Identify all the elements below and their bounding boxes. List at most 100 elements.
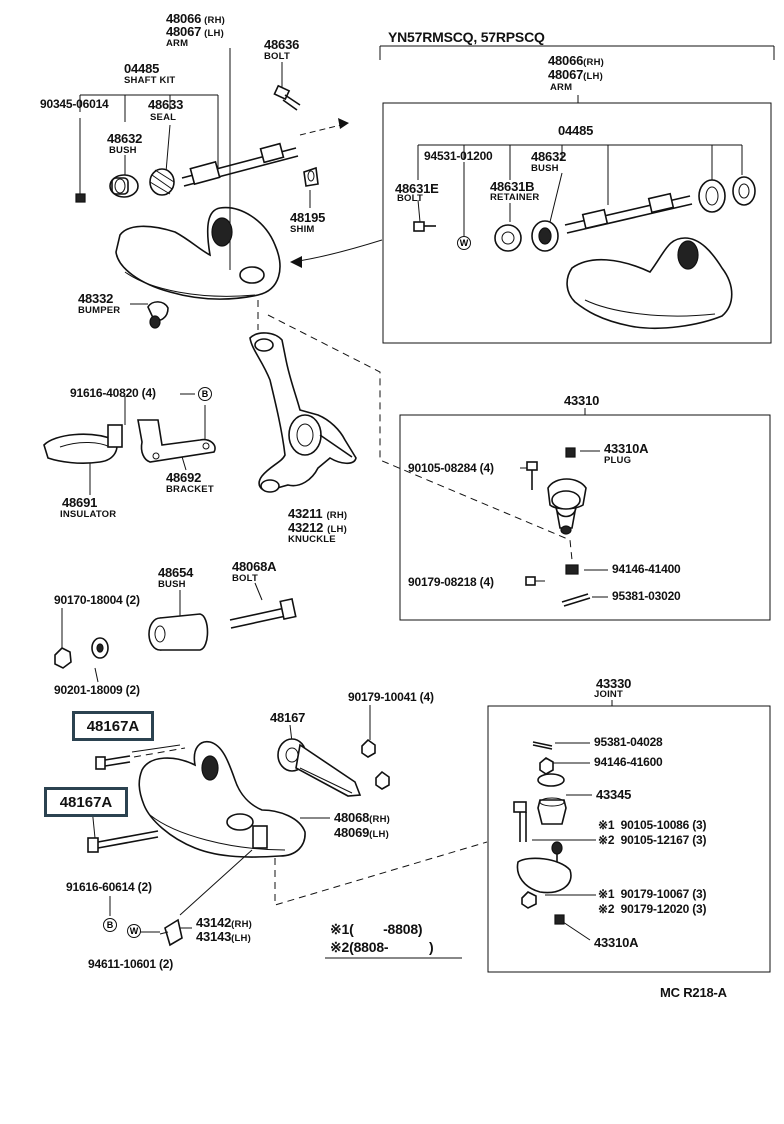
variant-arm-name: ARM xyxy=(550,82,573,93)
shim-number: 48195 xyxy=(290,210,326,225)
upper-ball-joint-shape xyxy=(525,447,591,607)
knuckle-rh-number: 43211(RH) xyxy=(288,506,348,521)
lower-bj-pin-number: 95381-04028 xyxy=(594,735,663,749)
variant-bracket-line xyxy=(379,45,775,60)
lower-nut-4-shape xyxy=(361,738,376,758)
variant-bolt-number: 48631E xyxy=(395,181,439,196)
variant-seal-shape xyxy=(698,176,756,213)
variant-bush-number: 48632 xyxy=(531,149,567,164)
lower-nut-4-number: 90179-10041 (4) xyxy=(348,690,434,704)
lower-ball-joint-name: JOINT xyxy=(594,689,623,700)
lower-bolt-48068a-name: BOLT xyxy=(232,573,258,584)
variant-header: YN57RMSCQ, 57RPSCQ xyxy=(388,29,545,45)
variant-retainer-name: RETAINER xyxy=(490,192,540,203)
lower-bolt-48068a-number: 48068A xyxy=(232,559,277,574)
upper-shaft-shape xyxy=(181,142,299,187)
lower-ball-joint-box xyxy=(487,705,771,973)
bumper-number: 48332 xyxy=(78,291,114,306)
lower-bj-nut-number: 94146-41600 xyxy=(594,755,663,769)
lower-bj-nut1-number: ※1 90179-10067 (3) xyxy=(598,887,707,901)
lower-bush-number: 48654 xyxy=(158,565,194,580)
lower-bj-bolt1-number: ※1 90105-10086 (3) xyxy=(598,818,707,832)
legend-line-2: ※2(8808- ) xyxy=(330,939,434,955)
lower-bush-shape xyxy=(148,613,209,651)
lower-screw-b-marker: B xyxy=(103,918,117,932)
lower-ball-joint-number: 43330 xyxy=(596,676,632,691)
variant-retainer-shape xyxy=(494,224,522,252)
variant-bolt-name: BOLT xyxy=(397,193,423,204)
upper-bolt-48636-shape xyxy=(273,84,301,111)
upper-arm-shape xyxy=(115,206,281,300)
stopper-rh-number: 43142(RH) xyxy=(196,915,253,930)
variant-washer-w-marker: W xyxy=(457,236,471,250)
upper-shim-shape xyxy=(303,166,319,187)
lower-washer-number: 90201-18009 (2) xyxy=(54,683,140,697)
lower-arm-shape xyxy=(138,740,306,858)
upper-bush-shape xyxy=(109,174,139,198)
variant-shaft-shape xyxy=(564,192,693,234)
upper-bj-nut-number: 94146-41400 xyxy=(612,562,681,576)
lower-nut-number: 90170-18004 (2) xyxy=(54,593,140,607)
shaft-kit-number: 04485 xyxy=(124,61,160,76)
variant-bush-shape xyxy=(531,220,559,252)
insulator-screw-number: 91616-40820 (4) xyxy=(70,386,156,400)
lower-bolt-48068a-shape xyxy=(229,598,297,629)
insulator-shape xyxy=(43,433,118,465)
variant-bush-name: BUSH xyxy=(531,163,559,174)
lower-bush-name: BUSH xyxy=(158,579,186,590)
bracket-name: BRACKET xyxy=(166,484,214,495)
insulator-screw-b-marker: B xyxy=(198,387,212,401)
lower-bj-bolt2-number: ※2 90105-12167 (3) xyxy=(598,833,707,847)
lower-washer-w-marker: W xyxy=(127,924,141,938)
strut-number: 48167 xyxy=(270,710,306,725)
lower-ball-joint-leaders xyxy=(524,742,596,941)
bumper-name: BUMPER xyxy=(78,305,121,316)
variant-arm-shape xyxy=(566,237,733,329)
upper-bolt-90345-shape xyxy=(75,193,86,203)
variant-bolt-shape xyxy=(413,221,436,232)
shim-name: SHIM xyxy=(290,224,315,235)
lower-ball-joint-shape xyxy=(513,741,572,925)
variant-shaft-number: 04485 xyxy=(558,123,594,138)
lower-bj-sub-number: 43310A xyxy=(594,935,639,950)
lower-bolt-a2-shape xyxy=(87,830,159,853)
bracket-number: 48692 xyxy=(166,470,202,485)
upper-arm-rh-number: 48066(RH) xyxy=(166,11,226,26)
stopper-lh-number: 43143(LH) xyxy=(196,929,251,944)
upper-bush-name: BUSH xyxy=(109,145,137,156)
knuckle-name: KNUCKLE xyxy=(288,534,336,545)
variant-leader-lines xyxy=(417,95,743,236)
seal-name: SEAL xyxy=(150,112,177,123)
bracket-shape xyxy=(137,419,216,463)
upper-ball-joint-number: 43310 xyxy=(564,393,600,408)
upper-bj-pin-number: 95381-03020 xyxy=(612,589,681,603)
highlighted-bolt-48167a-1[interactable]: 48167A xyxy=(72,711,154,741)
highlighted-bolt-48167a-2[interactable]: 48167A xyxy=(44,787,128,817)
variant-arrow xyxy=(291,239,383,263)
upper-bush-number: 48632 xyxy=(107,131,143,146)
lower-arm-leaders xyxy=(61,582,371,933)
upper-seal-shape xyxy=(149,168,175,196)
upper-bj-bolt-number: 90105-08284 (4) xyxy=(408,461,494,475)
variant-arm-lh-number: 48067(LH) xyxy=(548,67,603,82)
shaft-kit-name: SHAFT KIT xyxy=(124,75,176,86)
knuckle-shape xyxy=(249,332,357,492)
insulator-number: 48691 xyxy=(62,495,98,510)
upper-bolt-90345-number: 90345-06014 xyxy=(40,97,109,111)
knuckle-lh-number: 43212(LH) xyxy=(288,520,347,535)
upper-arm-name: ARM xyxy=(166,38,189,49)
variant-washer-number: 94531-01200 xyxy=(424,149,493,163)
variant-retainer-number: 48631B xyxy=(490,179,535,194)
variant-box xyxy=(382,102,772,344)
lower-nut-shape xyxy=(54,647,72,669)
lower-bj-boot-number: 43345 xyxy=(596,787,632,802)
legend-line-1: ※1( -8808) xyxy=(330,921,423,937)
lower-bolt-a1-shape xyxy=(95,755,131,770)
seal-number: 48633 xyxy=(148,97,184,112)
variant-arm-rh-number: 48066(RH) xyxy=(548,53,605,68)
lower-arm-lh-number: 48069(LH) xyxy=(334,825,389,840)
upper-bolt-48636-name: BOLT xyxy=(264,51,290,62)
lower-arm-rh-number: 48068(RH) xyxy=(334,810,391,825)
